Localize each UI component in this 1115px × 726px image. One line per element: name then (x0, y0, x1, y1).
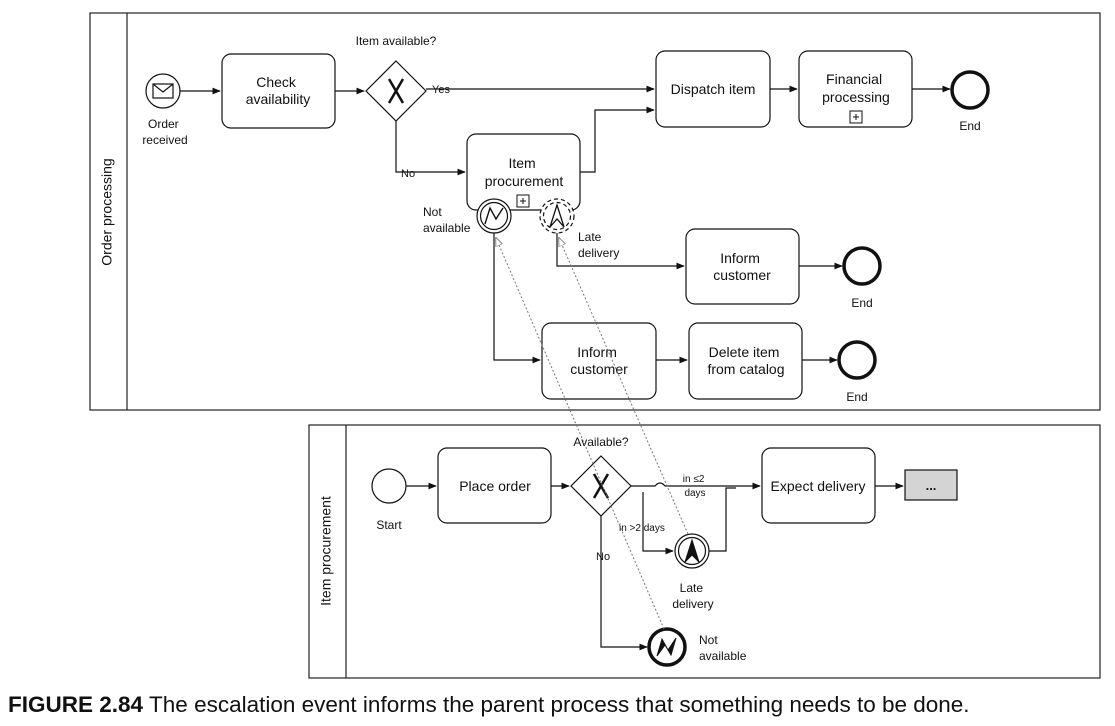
exclusive-x-icon (592, 473, 610, 499)
not-available-label: Not available (423, 205, 471, 235)
gateway-available-label: Available? (573, 435, 628, 449)
task-dispatch-item[interactable]: Dispatch item (655, 50, 771, 128)
task-expect-delivery[interactable]: Expect delivery (761, 447, 876, 524)
task-inform-customer-unavailable[interactable]: Inform customer (541, 322, 657, 400)
svg-text:Delete item from catalog: Delete item from catalog (707, 344, 784, 377)
event-late-delivery-throw[interactable]: Late delivery (672, 533, 714, 611)
flow-label-no: No (401, 168, 415, 180)
association-links (496, 238, 689, 630)
flow-label-le2: in ≤2 days (683, 474, 707, 499)
svg-text:Financial processing: Financial processing (822, 71, 890, 105)
end-event-2[interactable]: End (842, 246, 882, 310)
svg-text:Place order: Place order (459, 478, 531, 494)
continuation-label: ... (926, 478, 937, 493)
flow-label-gt2: in >2 days (619, 523, 665, 534)
exclusive-x-icon (387, 78, 405, 104)
task-delete-item[interactable]: Delete item from catalog (688, 322, 803, 400)
late-delivery-event-label: Late delivery (672, 581, 713, 611)
pool-order-processing: Order processing (89, 12, 1101, 411)
svg-text:Inform customer: Inform customer (713, 250, 771, 283)
figure-caption-text: The escalation event informs the parent … (149, 692, 970, 717)
task-continuation[interactable]: ... (904, 469, 958, 501)
pool-label-order-processing: Order processing (99, 158, 115, 265)
end-event-1[interactable]: End (950, 70, 990, 133)
end-label-1: End (959, 119, 980, 133)
task-check-availability[interactable]: Check availability (221, 53, 336, 129)
svg-text:Expect delivery: Expect delivery (771, 478, 866, 494)
svg-text:Inform customer: Inform customer (570, 344, 628, 377)
start-event-label: Order received (142, 117, 187, 147)
task-inform-customer-late[interactable]: Inform customer (685, 228, 800, 305)
svg-text:Dispatch item: Dispatch item (671, 81, 756, 97)
subprocess-financial-processing[interactable]: Financial processing (798, 50, 913, 128)
pool-label-item-procurement: Item procurement (318, 496, 334, 606)
end-label-2: End (851, 296, 872, 310)
bottom-sequence-flows (406, 482, 904, 651)
subprocess-plus-icon (516, 194, 530, 208)
svg-text:Check availability: Check availability (246, 74, 311, 107)
gateway-available[interactable]: Available? (570, 435, 632, 517)
not-available-event-label: Not available (699, 633, 747, 663)
figure-number: FIGURE 2.84 (8, 692, 144, 717)
error-bolt-icon (656, 637, 677, 657)
envelope-icon (152, 83, 174, 99)
top-sequence-flows (180, 85, 951, 364)
late-delivery-label: Late delivery (578, 230, 619, 260)
end-event-3[interactable]: End (837, 340, 877, 404)
end-label-3: End (846, 390, 867, 404)
gateway-item-available[interactable]: Item available? (356, 34, 437, 122)
pool-item-procurement: Item procurement (308, 424, 1101, 679)
task-place-order[interactable]: Place order (437, 447, 552, 524)
error-bolt-icon (484, 206, 504, 225)
start-event-bottom[interactable]: Start (371, 468, 407, 532)
boundary-event-late-delivery[interactable]: Late delivery (539, 198, 619, 260)
event-not-available-end[interactable]: Not available (647, 627, 747, 667)
start-event-order-received[interactable]: Order received (142, 73, 188, 147)
subprocess-plus-icon (849, 110, 863, 124)
bpmn-diagram: Order processing Order received Check av… (89, 12, 1101, 679)
escalation-icon (549, 202, 565, 228)
boundary-event-not-available[interactable]: Not available (423, 198, 512, 235)
flow-label-no-bottom: No (596, 551, 610, 563)
svg-text:Item procurement: Item procurement (485, 155, 564, 189)
start-label: Start (376, 518, 402, 532)
subprocess-item-procurement[interactable]: Item procurement (466, 133, 581, 211)
escalation-icon (684, 538, 700, 563)
gateway-question-label: Item available? (356, 34, 437, 48)
flow-label-yes: Yes (432, 84, 450, 96)
